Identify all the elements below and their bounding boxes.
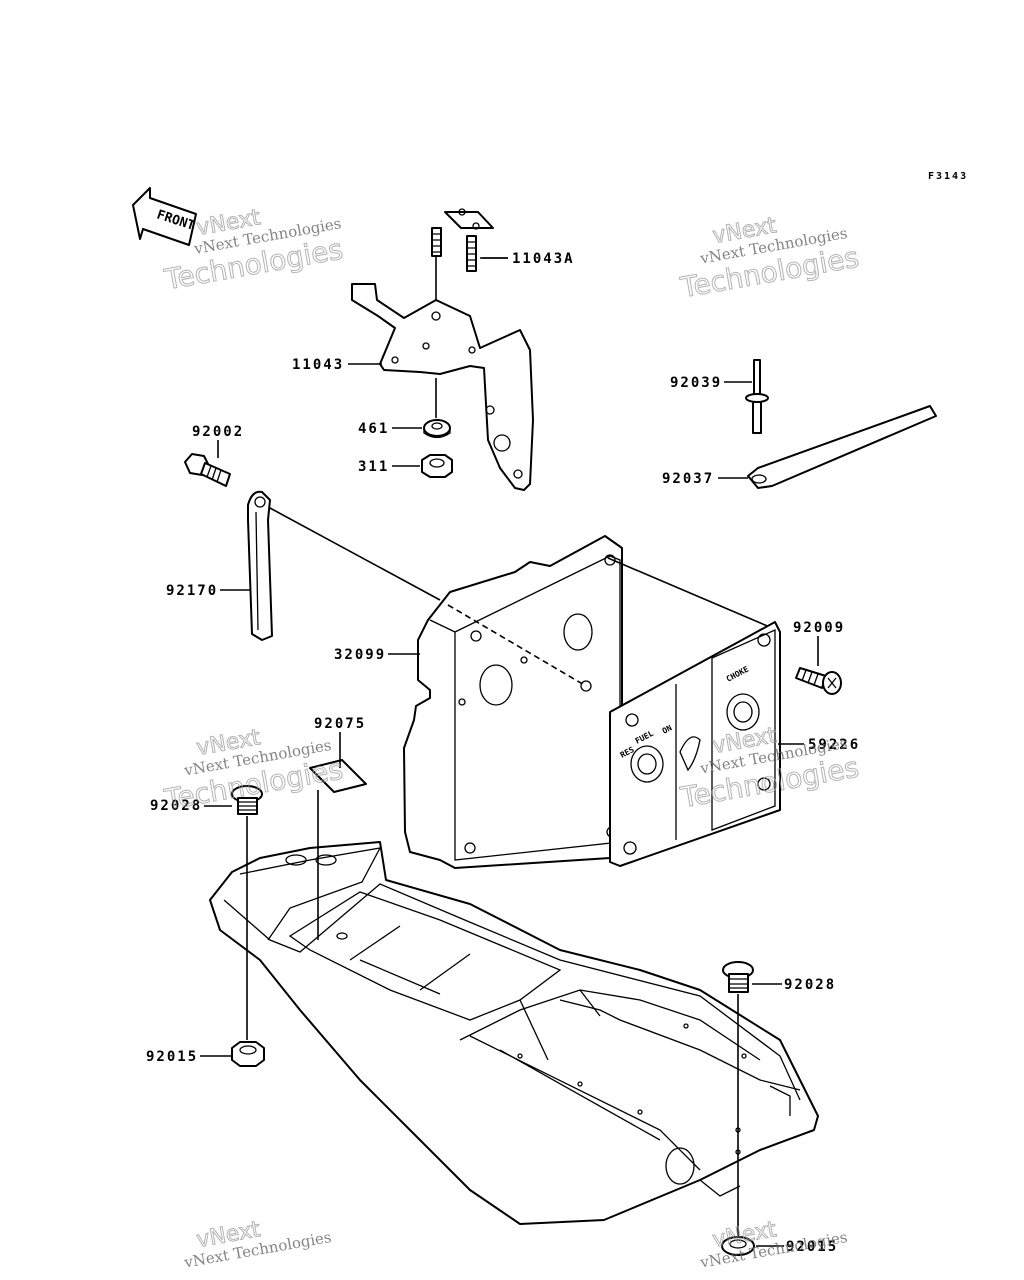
svg-text:59226: 59226	[808, 737, 860, 753]
callout-92002: 92002	[192, 424, 244, 458]
svg-text:92002: 92002	[192, 424, 244, 440]
callout-32099: 32099	[334, 647, 420, 663]
hull	[209, 841, 819, 1225]
svg-text:461: 461	[358, 421, 389, 437]
watermark-6: vNext vNext Technologies	[698, 1217, 849, 1272]
nut-92015-right	[721, 1236, 755, 1256]
pin-92039	[745, 359, 769, 434]
bolt-plate-11043a	[431, 208, 494, 272]
svg-text:92075: 92075	[314, 716, 366, 732]
callout-11043a: 11043A	[482, 251, 575, 267]
bracket-11043	[351, 283, 534, 491]
nut-311	[421, 454, 453, 478]
front-arrow-icon: FRONT	[132, 187, 197, 246]
watermark-2: vNext Technologies vNext Technologies	[677, 213, 862, 305]
svg-text:92009: 92009	[793, 620, 845, 636]
svg-text:92037: 92037	[662, 471, 714, 487]
decal-59226: CHOKE FUEL ON RES	[609, 621, 781, 867]
svg-text:11043: 11043	[292, 357, 344, 373]
lock-washer-461	[423, 419, 451, 439]
watermark-5: vNext vNext Technologies	[182, 1217, 333, 1272]
svg-text:92170: 92170	[166, 583, 218, 599]
svg-text:92015: 92015	[146, 1049, 198, 1065]
callout-92075: 92075	[314, 716, 366, 768]
svg-text:92028: 92028	[784, 977, 836, 993]
callout-92015-right: 92015	[756, 1239, 838, 1255]
callout-92028-right: 92028	[752, 977, 836, 993]
callout-92170: 92170	[166, 583, 250, 599]
callout-11043: 11043	[292, 357, 382, 373]
callout-92039: 92039	[670, 375, 752, 391]
screw-92009	[795, 667, 842, 695]
svg-text:32099: 32099	[334, 647, 386, 663]
callout-92009: 92009	[793, 620, 845, 666]
strap-92037	[747, 405, 937, 489]
grommet-92028-left	[231, 785, 263, 815]
callout-92015-left: 92015	[146, 1049, 232, 1065]
figure-id: F3143	[928, 171, 968, 182]
bolt-92002	[184, 453, 231, 487]
svg-text:92028: 92028	[150, 798, 202, 814]
nut-92015-left	[231, 1041, 265, 1067]
decal-on: ON	[661, 723, 674, 736]
svg-text:311: 311	[358, 459, 389, 475]
callout-92037: 92037	[662, 471, 748, 487]
svg-text:92015: 92015	[786, 1239, 838, 1255]
panel-32099	[403, 535, 623, 869]
grommet-92028-right	[722, 961, 754, 993]
callout-59226: 59226	[778, 737, 860, 753]
svg-text:92039: 92039	[670, 375, 722, 391]
watermark-4: vNext Technologies vNext Technologies	[677, 723, 862, 815]
label-92075	[309, 759, 367, 793]
callout-461: 461	[358, 421, 422, 437]
svg-text:11043A: 11043A	[512, 251, 575, 267]
strap-92170	[247, 490, 273, 641]
callout-311: 311	[358, 459, 420, 475]
callout-92028-left: 92028	[150, 798, 232, 814]
